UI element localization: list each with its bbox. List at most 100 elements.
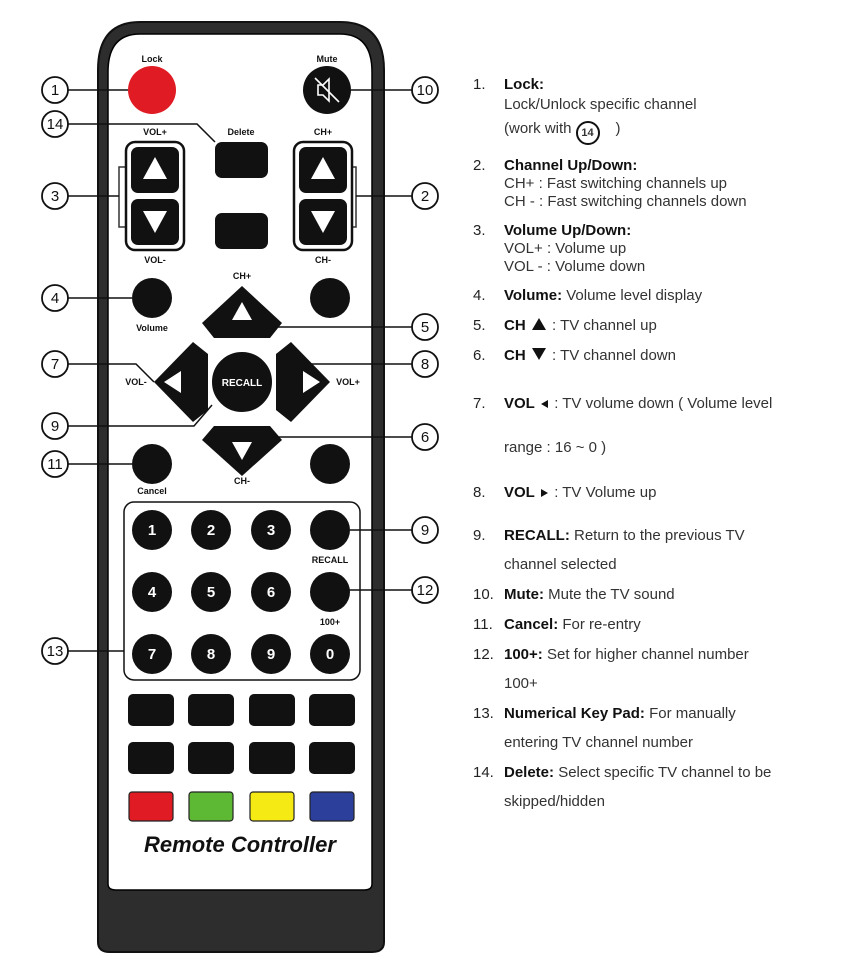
callout-marker — [41, 76, 69, 104]
recall-center-label: RECALL — [222, 378, 263, 389]
callout-number: 3 — [51, 188, 59, 205]
function-button-r2c3[interactable] — [249, 742, 295, 774]
lock-label: Lock — [141, 54, 163, 64]
function-button-r1c2[interactable] — [188, 694, 234, 726]
digit-button-3[interactable] — [251, 510, 291, 550]
legend-title: RECALL: — [504, 527, 570, 544]
legend-num: 5. — [473, 317, 486, 334]
legend-num: 14. — [473, 764, 494, 781]
callout-marker — [41, 110, 69, 138]
callout-marker — [411, 182, 439, 210]
callout-marker — [411, 576, 439, 604]
callout-marker — [41, 450, 69, 478]
up-arrow-icon — [143, 157, 167, 179]
legend-num: 12. — [473, 646, 494, 663]
callout-marker — [41, 182, 69, 210]
callout-number: 5 — [421, 319, 429, 336]
legend-title: CH — [504, 347, 526, 364]
digit-label: 0 — [326, 646, 334, 663]
round-button-right-top[interactable] — [310, 278, 350, 318]
digit-button-4[interactable] — [132, 572, 172, 612]
legend-num: 6. — [473, 347, 486, 364]
callout-number: 4 — [51, 290, 59, 307]
function-button-r1c1[interactable] — [128, 694, 174, 726]
function-button-r1c4[interactable] — [309, 694, 355, 726]
callout-marker — [411, 423, 439, 451]
color-key-2[interactable] — [188, 791, 234, 822]
legend-desc: : TV volume down ( Volume level — [554, 395, 773, 412]
callout-marker — [411, 516, 439, 544]
legend-title: VOL — [504, 484, 535, 501]
color-key-3[interactable] — [249, 791, 295, 822]
legend-desc: : TV Volume up — [554, 484, 657, 501]
up-arrow-icon — [311, 157, 335, 179]
legend-title: CH — [504, 317, 526, 334]
down-arrow-icon — [311, 211, 335, 233]
down-triangle-icon — [531, 348, 546, 360]
brand-text: Remote Controller — [144, 832, 337, 857]
volume-button[interactable] — [132, 278, 172, 318]
legend-desc: For re-entry — [562, 616, 641, 633]
digit-button-6[interactable] — [251, 572, 291, 612]
recall-center-button[interactable] — [210, 350, 274, 414]
digit-button-5[interactable] — [191, 572, 231, 612]
digit-label: 1 — [148, 522, 156, 539]
digit-button-9[interactable] — [251, 634, 291, 674]
legend-note-post: ) — [615, 120, 621, 137]
function-button-r1c3[interactable] — [249, 694, 295, 726]
recall-side-button[interactable] — [310, 510, 350, 550]
color-keys — [128, 791, 355, 822]
left-arrow-icon — [164, 371, 181, 393]
digit-label: 9 — [267, 646, 275, 663]
volume-label: Volume — [136, 323, 168, 333]
legend-title: Volume: — [504, 287, 563, 304]
nav-vol-minus-label: VOL- — [125, 377, 147, 387]
legend-title: Cancel: — [504, 616, 559, 633]
delete-button[interactable] — [215, 142, 268, 178]
legend-num: 10. — [473, 586, 494, 603]
function-button-r2c4[interactable] — [309, 742, 355, 774]
digit-label: 5 — [207, 584, 215, 601]
legend-num: 2. — [473, 157, 486, 174]
legend-title: Lock: — [504, 76, 545, 93]
callout-marker — [41, 350, 69, 378]
blank-button-mid[interactable] — [215, 213, 268, 249]
legend-cont: skipped/hidden — [504, 793, 605, 810]
function-button-r2c2[interactable] — [188, 742, 234, 774]
mute-speaker-icon — [314, 77, 340, 103]
callout-number: 2 — [421, 188, 429, 205]
digit-button-2[interactable] — [191, 510, 231, 550]
hundred-plus-label: 100+ — [320, 617, 340, 627]
legend-num: 1. — [473, 76, 486, 93]
round-button-right-bottom[interactable] — [310, 444, 350, 484]
callout-marker — [41, 637, 69, 665]
digit-button-0[interactable] — [310, 634, 350, 674]
down-arrow-icon — [232, 442, 252, 460]
callout-number: 7 — [51, 356, 59, 373]
digit-label: 7 — [148, 646, 156, 663]
legend-desc: Set for higher channel number — [546, 646, 749, 663]
legend-note-pre: (work with — [504, 120, 572, 137]
ch-minus-label: CH- — [315, 255, 331, 265]
color-key-1[interactable] — [128, 791, 174, 822]
function-button-r2c1[interactable] — [128, 742, 174, 774]
callout-number: 12 — [417, 582, 434, 599]
legend-cont: channel selected — [504, 556, 617, 573]
digit-button-1[interactable] — [132, 510, 172, 550]
digit-button-8[interactable] — [191, 634, 231, 674]
color-key-4[interactable] — [309, 791, 355, 822]
legend-num: 11. — [473, 616, 493, 633]
legend-line: VOL - : Volume down — [504, 258, 646, 275]
legend-num: 4. — [473, 287, 486, 304]
legend-title: Delete: — [504, 764, 555, 781]
left-triangle-icon — [541, 400, 549, 408]
cancel-button[interactable] — [132, 444, 172, 484]
right-arrow-icon — [303, 371, 320, 393]
lock-button[interactable] — [128, 66, 176, 114]
digit-button-7[interactable] — [132, 634, 172, 674]
hundred-plus-button[interactable] — [310, 572, 350, 612]
legend-title: VOL — [504, 395, 535, 412]
callout-number: 1 — [51, 82, 59, 99]
legend-desc: Return to the previous TV — [574, 527, 745, 544]
digit-label: 2 — [207, 522, 215, 539]
